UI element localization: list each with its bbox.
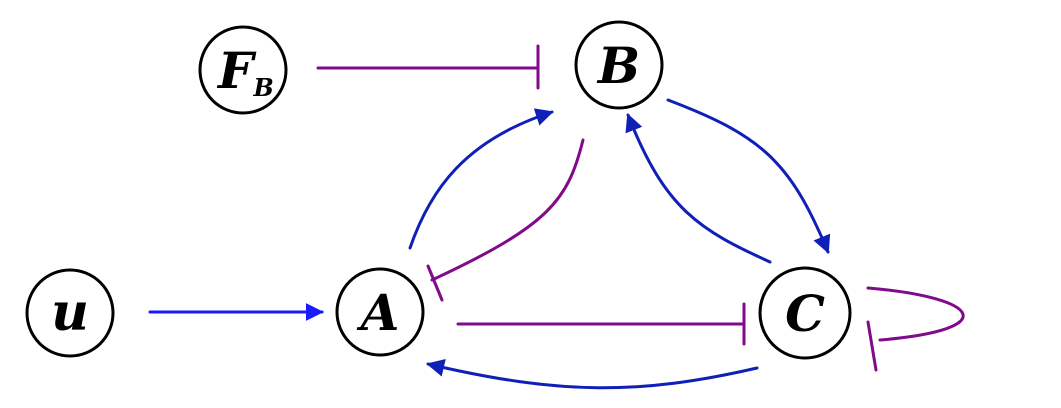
edge-a-to-b: [408, 108, 554, 250]
node-a-label: A: [357, 283, 400, 342]
node-u: u: [25, 268, 115, 358]
edge-c-to-b: [625, 113, 772, 264]
node-u-label: u: [51, 282, 89, 343]
node-fb-subscript: B: [253, 73, 274, 102]
node-b-label: B: [596, 36, 640, 95]
node-c: C: [758, 266, 852, 360]
node-fb-label: FB: [216, 41, 274, 102]
edge-c-to-a: [426, 358, 759, 390]
edges: [148, 44, 965, 390]
node-fb: FB: [198, 25, 288, 115]
edge-c-self-inhibition-bar: [866, 320, 878, 372]
node-c-label: C: [785, 284, 825, 343]
edge-b-to-c: [666, 98, 831, 254]
node-a: A: [335, 267, 425, 357]
node-fb-main: F: [216, 41, 257, 100]
node-b: B: [574, 20, 664, 110]
edge-c-self-inhibition: [866, 286, 965, 342]
edge-b-inhibits-a-bar: [426, 264, 444, 302]
edge-b-inhibits-a: [430, 138, 585, 282]
